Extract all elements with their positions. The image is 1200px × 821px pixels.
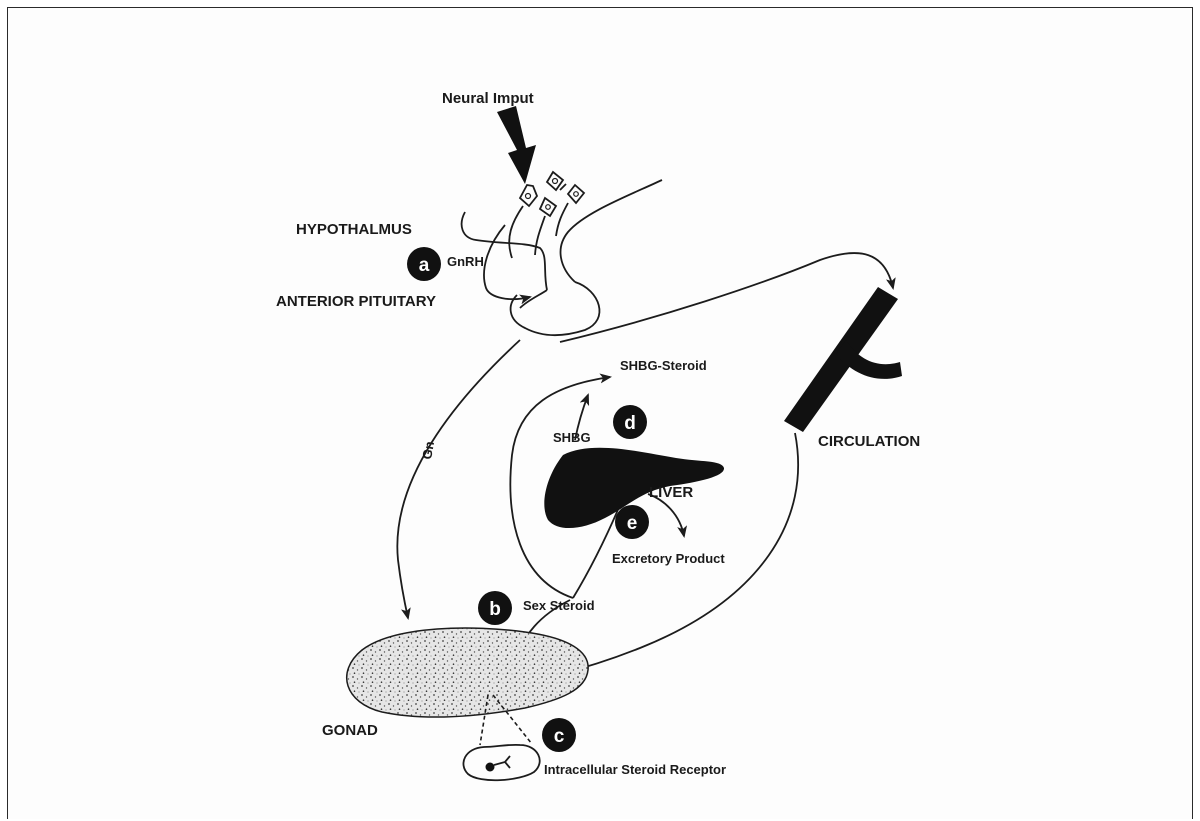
cell-receptor-icon	[463, 745, 539, 780]
intracellular-steroid-receptor-label: Intracellular Steroid Receptor	[544, 762, 726, 777]
gn-arrow	[397, 340, 520, 618]
neuron-icon	[509, 172, 584, 258]
svg-text:a: a	[419, 255, 430, 276]
shbg-label: SHBG	[553, 430, 591, 445]
sex-steroid-label: Sex Steroid	[523, 598, 595, 613]
gonad-label: GONAD	[322, 722, 378, 739]
svg-text:b: b	[489, 599, 501, 620]
gn-label: Gn	[419, 440, 437, 460]
svg-text:e: e	[627, 513, 638, 534]
svg-text:d: d	[624, 413, 636, 434]
gnrh-label: GnRH	[447, 254, 484, 269]
neural-input-arrow-icon	[497, 106, 536, 184]
badge-a: a	[407, 247, 441, 281]
badge-d: d	[613, 405, 647, 439]
badge-e: e	[615, 505, 649, 539]
arrow-to-circulation	[560, 253, 893, 342]
badge-c: c	[542, 718, 576, 752]
neural-input-label: Neural Imput	[442, 90, 534, 107]
liver-label: LIVER	[649, 484, 693, 501]
gonad-icon	[347, 628, 588, 717]
gnrh-arrow	[484, 225, 530, 299]
hypothalamus-label: HYPOTHALMUS	[296, 221, 412, 238]
shbg-steroid-label: SHBG-Steroid	[620, 358, 707, 373]
anterior-pituitary-label: ANTERIOR PITUITARY	[276, 293, 436, 310]
svg-text:c: c	[554, 726, 565, 747]
blood-vessel-icon	[784, 287, 902, 432]
badge-b: b	[478, 591, 512, 625]
circulation-label: CIRCULATION	[818, 433, 920, 450]
excretory-product-label: Excretory Product	[612, 551, 725, 566]
brain-outline	[462, 180, 662, 335]
